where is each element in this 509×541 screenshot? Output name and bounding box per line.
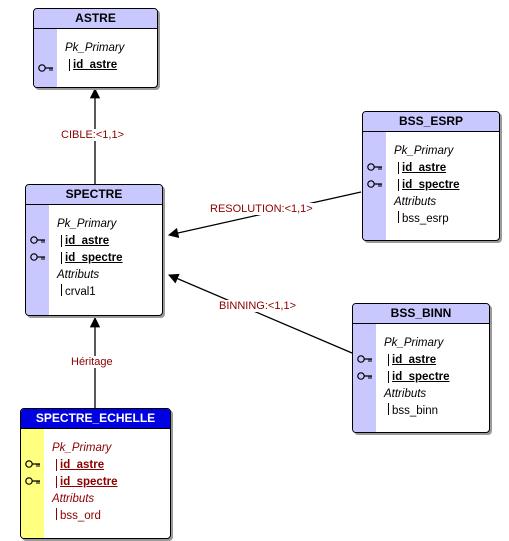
attribute: crval1 bbox=[61, 284, 96, 298]
entity-bss-esrp[interactable]: BSS_ESRP Pk_Primary id_astre id_spectre … bbox=[362, 111, 500, 241]
entity-spectre[interactable]: SPECTRE Pk_Primary id_astre id_spectre A… bbox=[25, 184, 163, 316]
key-gutter bbox=[353, 324, 376, 432]
relation-label-resolution[interactable]: RESOLUTION:<1,1> bbox=[209, 203, 314, 215]
group-attr-label: Attributs bbox=[57, 269, 100, 281]
group-pk-label: Pk_Primary bbox=[52, 442, 112, 454]
key-icon bbox=[367, 163, 382, 171]
group-pk-label: Pk_Primary bbox=[394, 145, 454, 157]
key-attribute: id_astre bbox=[69, 59, 117, 71]
key-gutter bbox=[26, 205, 49, 315]
key-attribute: id_spectre bbox=[398, 179, 460, 191]
attribute: bss_esrp bbox=[398, 211, 449, 225]
entity-title: BSS_ESRP bbox=[363, 112, 499, 132]
key-attribute: id_astre bbox=[388, 354, 436, 366]
key-attribute: id_spectre bbox=[61, 252, 123, 264]
attribute: bss_ord bbox=[56, 508, 101, 522]
entity-astre[interactable]: ASTRE Pk_Primary id_astre bbox=[33, 8, 158, 88]
key-icon bbox=[367, 180, 382, 188]
entity-bss-binn[interactable]: BSS_BINN Pk_Primary id_astre id_spectre … bbox=[352, 303, 490, 433]
relation-label-cible[interactable]: CIBLE:<1,1> bbox=[60, 129, 125, 141]
key-icon bbox=[38, 64, 53, 72]
edge-binning bbox=[168, 273, 353, 354]
entity-spectre-echelle[interactable]: SPECTRE_ECHELLE Pk_Primary id_astre id_s… bbox=[20, 408, 171, 539]
entity-title: SPECTRE bbox=[26, 185, 162, 205]
key-attribute: id_spectre bbox=[388, 371, 450, 383]
key-attribute: id_astre bbox=[61, 235, 109, 247]
relation-label-heritage[interactable]: Héritage bbox=[70, 356, 114, 368]
group-attr-label: Attributs bbox=[384, 388, 427, 400]
group-pk-label: Pk_Primary bbox=[384, 337, 444, 349]
key-attribute: id_astre bbox=[56, 459, 104, 471]
key-icon bbox=[25, 460, 40, 468]
relation-label-binning[interactable]: BINNING:<1,1> bbox=[218, 300, 298, 312]
entity-title: SPECTRE_ECHELLE bbox=[21, 409, 170, 429]
key-icon bbox=[30, 253, 45, 261]
key-attribute: id_astre bbox=[398, 162, 446, 174]
key-icon bbox=[357, 372, 372, 380]
key-icon bbox=[30, 236, 45, 244]
entity-title: BSS_BINN bbox=[353, 304, 489, 324]
key-icon bbox=[357, 355, 372, 363]
key-gutter bbox=[21, 429, 44, 538]
key-gutter bbox=[363, 132, 386, 240]
group-attr-label: Attributs bbox=[394, 196, 437, 208]
attribute: bss_binn bbox=[388, 403, 438, 417]
key-attribute: id_spectre bbox=[56, 476, 118, 488]
key-icon bbox=[25, 477, 40, 485]
group-pk-label: Pk_Primary bbox=[57, 218, 117, 230]
group-pk-label: Pk_Primary bbox=[65, 42, 125, 54]
key-gutter bbox=[34, 29, 57, 87]
group-attr-label: Attributs bbox=[52, 493, 95, 505]
entity-title: ASTRE bbox=[34, 9, 157, 29]
